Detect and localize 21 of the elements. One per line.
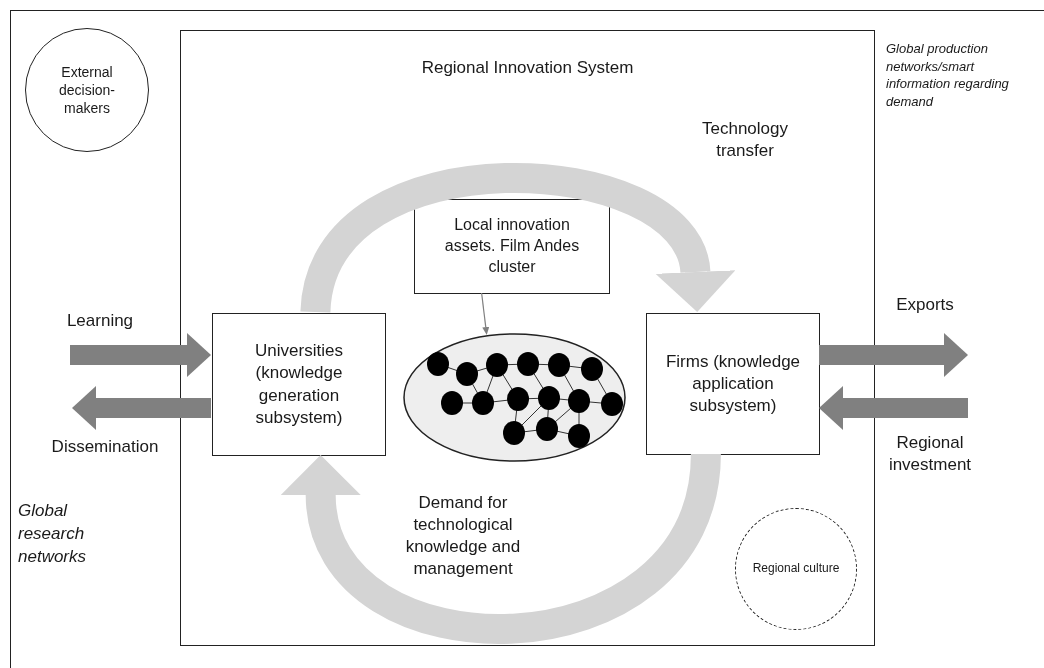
leader-arrow <box>481 292 490 335</box>
subsystem-box: Firms (knowledge application subsystem) <box>646 313 820 455</box>
subsystem-box: Universities (knowledge generation subsystem) <box>212 313 386 456</box>
cluster-ellipse <box>403 333 626 462</box>
edge-label: Technology transfer <box>701 118 789 163</box>
block-arrow <box>72 386 211 430</box>
edge-label: Exports <box>895 294 955 316</box>
box-title: Regional Innovation System <box>420 57 635 79</box>
block-arrow <box>819 333 968 377</box>
edge-label: Dissemination <box>50 436 160 458</box>
note-text: Global production networks/smart information regarding demand <box>886 40 1010 111</box>
note-box: Local innovation assets. Film Andes cluster <box>414 199 610 294</box>
system-box <box>180 30 875 646</box>
block-arrow <box>70 333 211 377</box>
edge-label: Demand for technological knowledge and management <box>404 492 522 581</box>
edge-label: Learning <box>65 310 135 332</box>
edge-label: Regional investment <box>887 432 973 477</box>
note-text: Global research networks <box>18 500 88 568</box>
curved-arrow <box>300 163 734 315</box>
block-arrow <box>819 386 968 430</box>
curved-arrow <box>281 451 721 644</box>
